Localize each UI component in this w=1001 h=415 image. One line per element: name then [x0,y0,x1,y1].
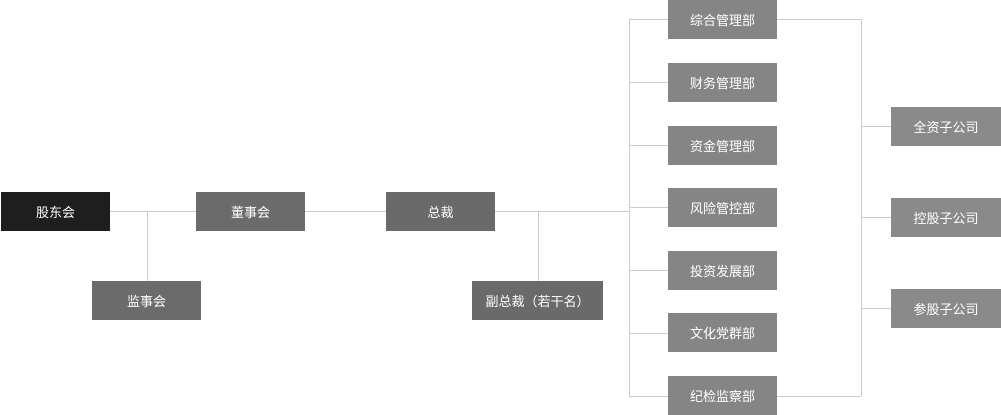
president-box: 总裁 [386,192,495,231]
connector-dept-left [629,396,668,397]
department-box: 综合管理部 [668,0,777,39]
connector-dept-left [629,19,668,20]
connector-shareholders-board [110,211,196,212]
connector-dept-right [777,19,861,20]
supervisors-box: 监事会 [92,281,201,320]
connector-dept-right [777,396,861,397]
vice-president-box: 副总裁（若干名） [472,281,603,320]
connector-dept-left [629,270,668,271]
shareholders-box: 股东会 [1,192,110,231]
department-box: 资金管理部 [668,126,777,165]
department-box: 财务管理部 [668,63,777,102]
department-box: 纪检监察部 [668,376,777,415]
connector-subsidiary [861,126,891,127]
connector-dept-left [629,207,668,208]
connector-dept-left [629,82,668,83]
connector-board-president [305,211,386,212]
department-box: 风险管控部 [668,188,777,227]
subsidiary-box: 全资子公司 [891,107,1001,146]
connector-dept-left [629,333,668,334]
department-box: 投资发展部 [668,251,777,290]
connector-dept-left [629,145,668,146]
subsidiary-box: 参股子公司 [891,289,1001,328]
connector-subsidiary [861,217,891,218]
connector-supervisors-stem [147,211,148,281]
department-box: 文化党群部 [668,313,777,352]
board-box: 董事会 [196,192,305,231]
connector-subsidiary [861,308,891,309]
connector-vice-president-stem [538,211,539,281]
subsidiary-box: 控股子公司 [891,198,1001,237]
connector-president-departments [495,211,629,212]
